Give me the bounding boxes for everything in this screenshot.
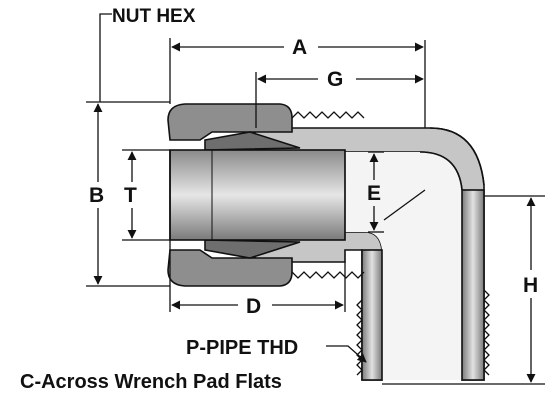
- labels: NUT HEX A G B T E D H P-PIPE THD C-Acros…: [20, 6, 538, 393]
- nut-top: [167, 103, 293, 141]
- pipe-thread-leader: [326, 345, 367, 363]
- ferrule-bottom: [204, 239, 301, 259]
- dim-d-label: D: [246, 295, 261, 318]
- pipe-thread-label: P-PIPE THD: [186, 337, 298, 359]
- dim-h-label: H: [523, 274, 538, 297]
- dim-g-label: G: [327, 68, 343, 91]
- tube: [169, 149, 346, 241]
- nut-hex-leader: [99, 13, 112, 102]
- outlet-wall-left: [361, 249, 383, 381]
- outlet-wall-right: [461, 189, 485, 381]
- nut-hex-label: NUT HEX: [112, 6, 196, 27]
- dim-e-label: E: [367, 182, 381, 205]
- ferrule-top: [204, 131, 301, 151]
- dimension-lines: [86, 13, 545, 385]
- dim-b-label: B: [89, 184, 104, 207]
- elbow-outer-curve: [429, 127, 485, 186]
- dim-t-label: T: [124, 184, 137, 207]
- body-thread-bottom: [291, 271, 365, 279]
- dim-a-label: A: [292, 36, 307, 59]
- elbow-inner-curve: [419, 151, 463, 191]
- nut-bottom: [167, 249, 293, 287]
- wrench-flats-label: C-Across Wrench Pad Flats: [20, 371, 282, 393]
- body-thread-top: [291, 111, 365, 119]
- pipe-thread-right: [483, 289, 490, 376]
